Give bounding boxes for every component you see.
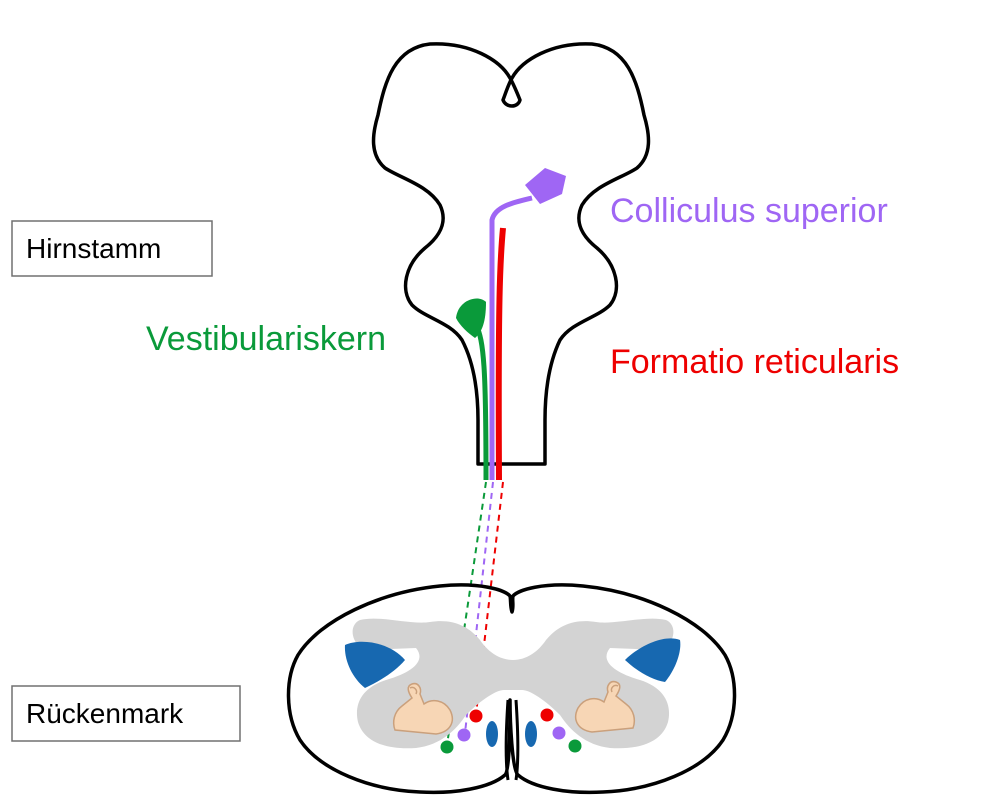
vestibular-dot-left [440, 740, 454, 754]
colliculus-neuron [489, 168, 566, 480]
vestibular-label: Vestibulariskern [146, 320, 386, 358]
colliculus-label: Colliculus superior [610, 192, 888, 230]
spinal-cord-label-box [11, 685, 241, 742]
colliculus-dot-left [457, 728, 471, 742]
formatio-dashed-projection [475, 481, 504, 715]
colliculus-soma [525, 168, 566, 204]
spinal-cord-label: Rückenmark [26, 698, 184, 729]
brainstem-label: Hirnstamm [26, 233, 161, 264]
vestibular-axon [473, 323, 489, 481]
formatio-dot-right [540, 708, 554, 722]
brainstem-label-box [11, 220, 213, 277]
right-ventral-blue-nucleus [525, 721, 537, 747]
left-dorsal-blue-nucleus [344, 641, 405, 688]
left-ventral-blue-nucleus [486, 721, 498, 747]
brainstem-outline [371, 42, 651, 466]
formatio-label: Formatio reticularis [610, 343, 899, 381]
colliculus-dot-right [552, 726, 566, 740]
formatio-axon [495, 227, 506, 481]
vestibular-soma [456, 298, 486, 338]
vestibular-dot-right [568, 739, 582, 753]
formatio-dot-left [469, 709, 483, 723]
right-dorsal-blue-nucleus [625, 638, 681, 682]
colliculus-axon [489, 195, 533, 480]
vestibular-neuron [456, 298, 489, 481]
median-fissure [504, 699, 520, 781]
spinal-cord-section [286, 583, 737, 795]
flexed-bicep-icon [574, 680, 636, 733]
flexed-bicep-icon [392, 682, 454, 735]
